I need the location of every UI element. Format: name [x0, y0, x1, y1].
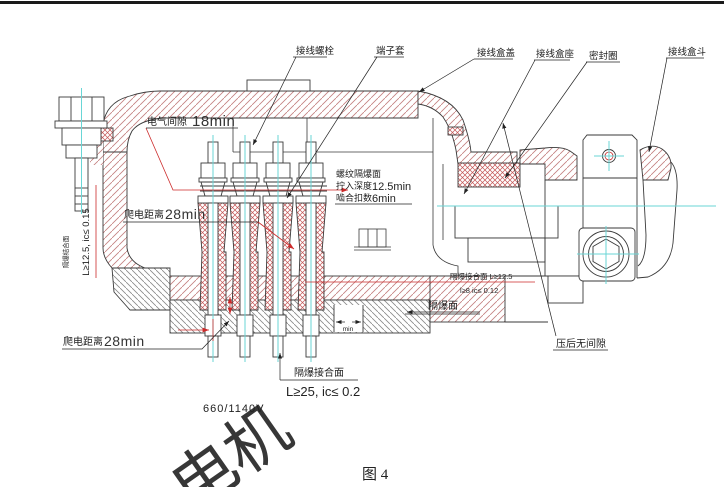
- annotation-electrical-clearance-cn: 电气间隙: [147, 115, 187, 128]
- annotation-mid-joint-line2: l≥8 ic≤ 0.12: [460, 286, 498, 295]
- figure-caption: 图 4: [362, 466, 389, 483]
- annotation-creepage-top-cn: 爬电距离: [124, 208, 164, 221]
- annotation-min-dim: min: [343, 326, 354, 333]
- annotation-left-joint-spec: L≥12.5, ic≤ 0.15: [81, 208, 92, 275]
- label-terminal-bolt: 接线螺栓: [296, 45, 335, 57]
- annotation-creepage-bottom-value: 28min: [104, 333, 145, 349]
- frame-foot: [111, 267, 171, 311]
- annotation-creepage-bottom-cn: 爬电距离: [63, 335, 103, 348]
- annotation-bottom-joint-line2: L≥25, ic≤ 0.2: [286, 384, 360, 399]
- voltage-label: 660/1140V: [203, 403, 264, 415]
- annotation-thread-engage-cn: 啮合扣数: [336, 192, 372, 203]
- annotation-flameproof-surface: 隔爆面: [428, 300, 458, 312]
- annotation-left-joint-name: 隔爆结合面: [61, 235, 70, 268]
- annotation-thread-screwin-value: 12.5min: [372, 181, 411, 193]
- box-base-section: [454, 180, 559, 276]
- leader-lines: [62, 56, 704, 381]
- annotation-mid-joint-line1: 隔爆接合面 L≥12.5: [450, 271, 512, 281]
- annotation-creepage-top-value: 28min: [165, 206, 206, 222]
- label-box-cover: 接线盒盖: [477, 47, 516, 59]
- cover-bump: [246, 79, 311, 92]
- label-box-base: 接线盒座: [536, 48, 575, 60]
- label-terminal-sleeve: 端子套: [376, 45, 405, 57]
- box-hopper-section: [578, 134, 678, 282]
- label-seal-ring: 密封圈: [589, 50, 618, 62]
- interior-lines: [232, 118, 459, 276]
- annotation-thread-flameproof-line1: 螺纹隔爆面: [336, 168, 381, 179]
- dimension-lines: [95, 127, 535, 341]
- page-top-border: [0, 1, 724, 4]
- annotation-press-no-gap: 压后无间隙: [556, 337, 606, 350]
- annotation-bottom-joint-line1: 隔爆接合面: [294, 366, 344, 379]
- base-lip: [519, 146, 578, 181]
- label-box-hopper: 接线盒斗: [668, 46, 706, 58]
- annotation-thread-engage-value: 6min: [372, 193, 396, 205]
- annotation-thread-screwin-cn: 拧入深度: [336, 180, 372, 191]
- annotation-electrical-clearance-value: 18min: [192, 113, 235, 130]
